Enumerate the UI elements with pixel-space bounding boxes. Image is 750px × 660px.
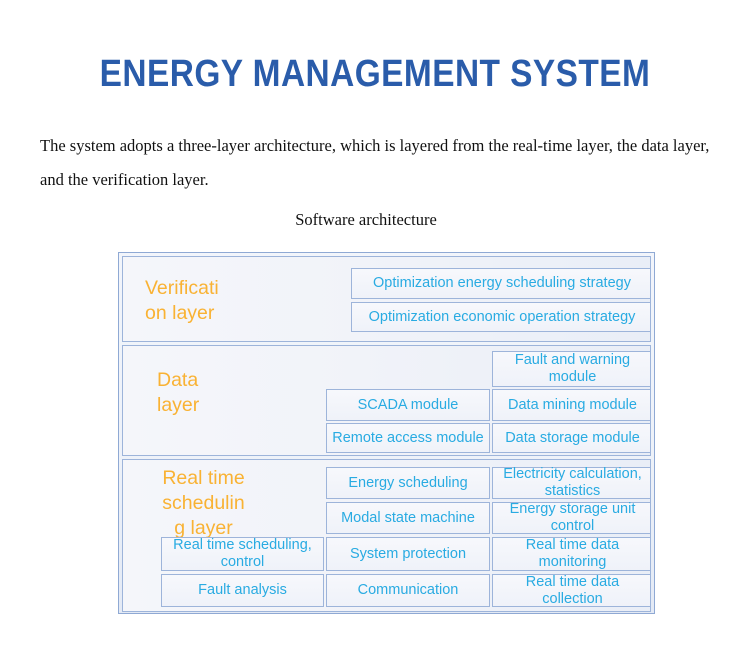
module-fault-analysis[interactable]: Fault analysis: [161, 574, 324, 607]
module-data-mining[interactable]: Data mining module: [492, 389, 650, 421]
module-communication[interactable]: Communication: [326, 574, 490, 607]
layer-realtime: Real time schedulin g layer Energy sched…: [122, 459, 651, 612]
module-energy-storage-unit-control[interactable]: Energy storage unit control: [492, 501, 650, 534]
module-real-time-scheduling-control[interactable]: Real time scheduling, control: [161, 537, 324, 571]
module-optimization-energy-scheduling-strategy[interactable]: Optimization energy scheduling strategy: [351, 268, 650, 299]
module-modal-state-machine[interactable]: Modal state machine: [326, 502, 490, 534]
module-energy-scheduling[interactable]: Energy scheduling: [326, 467, 490, 499]
layer-data: Data layer Fault and warning module SCAD…: [122, 345, 651, 456]
module-electricity-calculation-statistics[interactable]: Electricity calculation, statistics: [492, 466, 650, 499]
layer-label-realtime: Real time schedulin g layer: [162, 467, 245, 539]
architecture-diagram: Verificati on layer Optimization energy …: [118, 252, 655, 614]
figure-caption: Software architecture: [295, 210, 437, 229]
layer-label-verification: Verificati on layer: [145, 277, 219, 324]
module-real-time-data-collection[interactable]: Real time data collection: [492, 574, 650, 607]
module-system-protection[interactable]: System protection: [326, 537, 490, 571]
module-data-storage[interactable]: Data storage module: [492, 423, 650, 453]
module-real-time-data-monitoring[interactable]: Real time data monitoring: [492, 537, 650, 571]
module-fault-and-warning[interactable]: Fault and warning module: [492, 351, 650, 387]
module-scada[interactable]: SCADA module: [326, 389, 490, 421]
page-title: ENERGY MANAGEMENT SYSTEM: [99, 53, 651, 96]
module-remote-access[interactable]: Remote access module: [326, 423, 490, 453]
module-optimization-economic-operation-strategy[interactable]: Optimization economic operation strategy: [351, 302, 650, 332]
layer-label-data: Data layer: [157, 369, 200, 416]
figure-caption-wrapper: Software architecture: [0, 210, 750, 230]
layer-verification: Verificati on layer Optimization energy …: [122, 256, 651, 342]
intro-paragraph: The system adopts a three-layer architec…: [40, 135, 710, 189]
